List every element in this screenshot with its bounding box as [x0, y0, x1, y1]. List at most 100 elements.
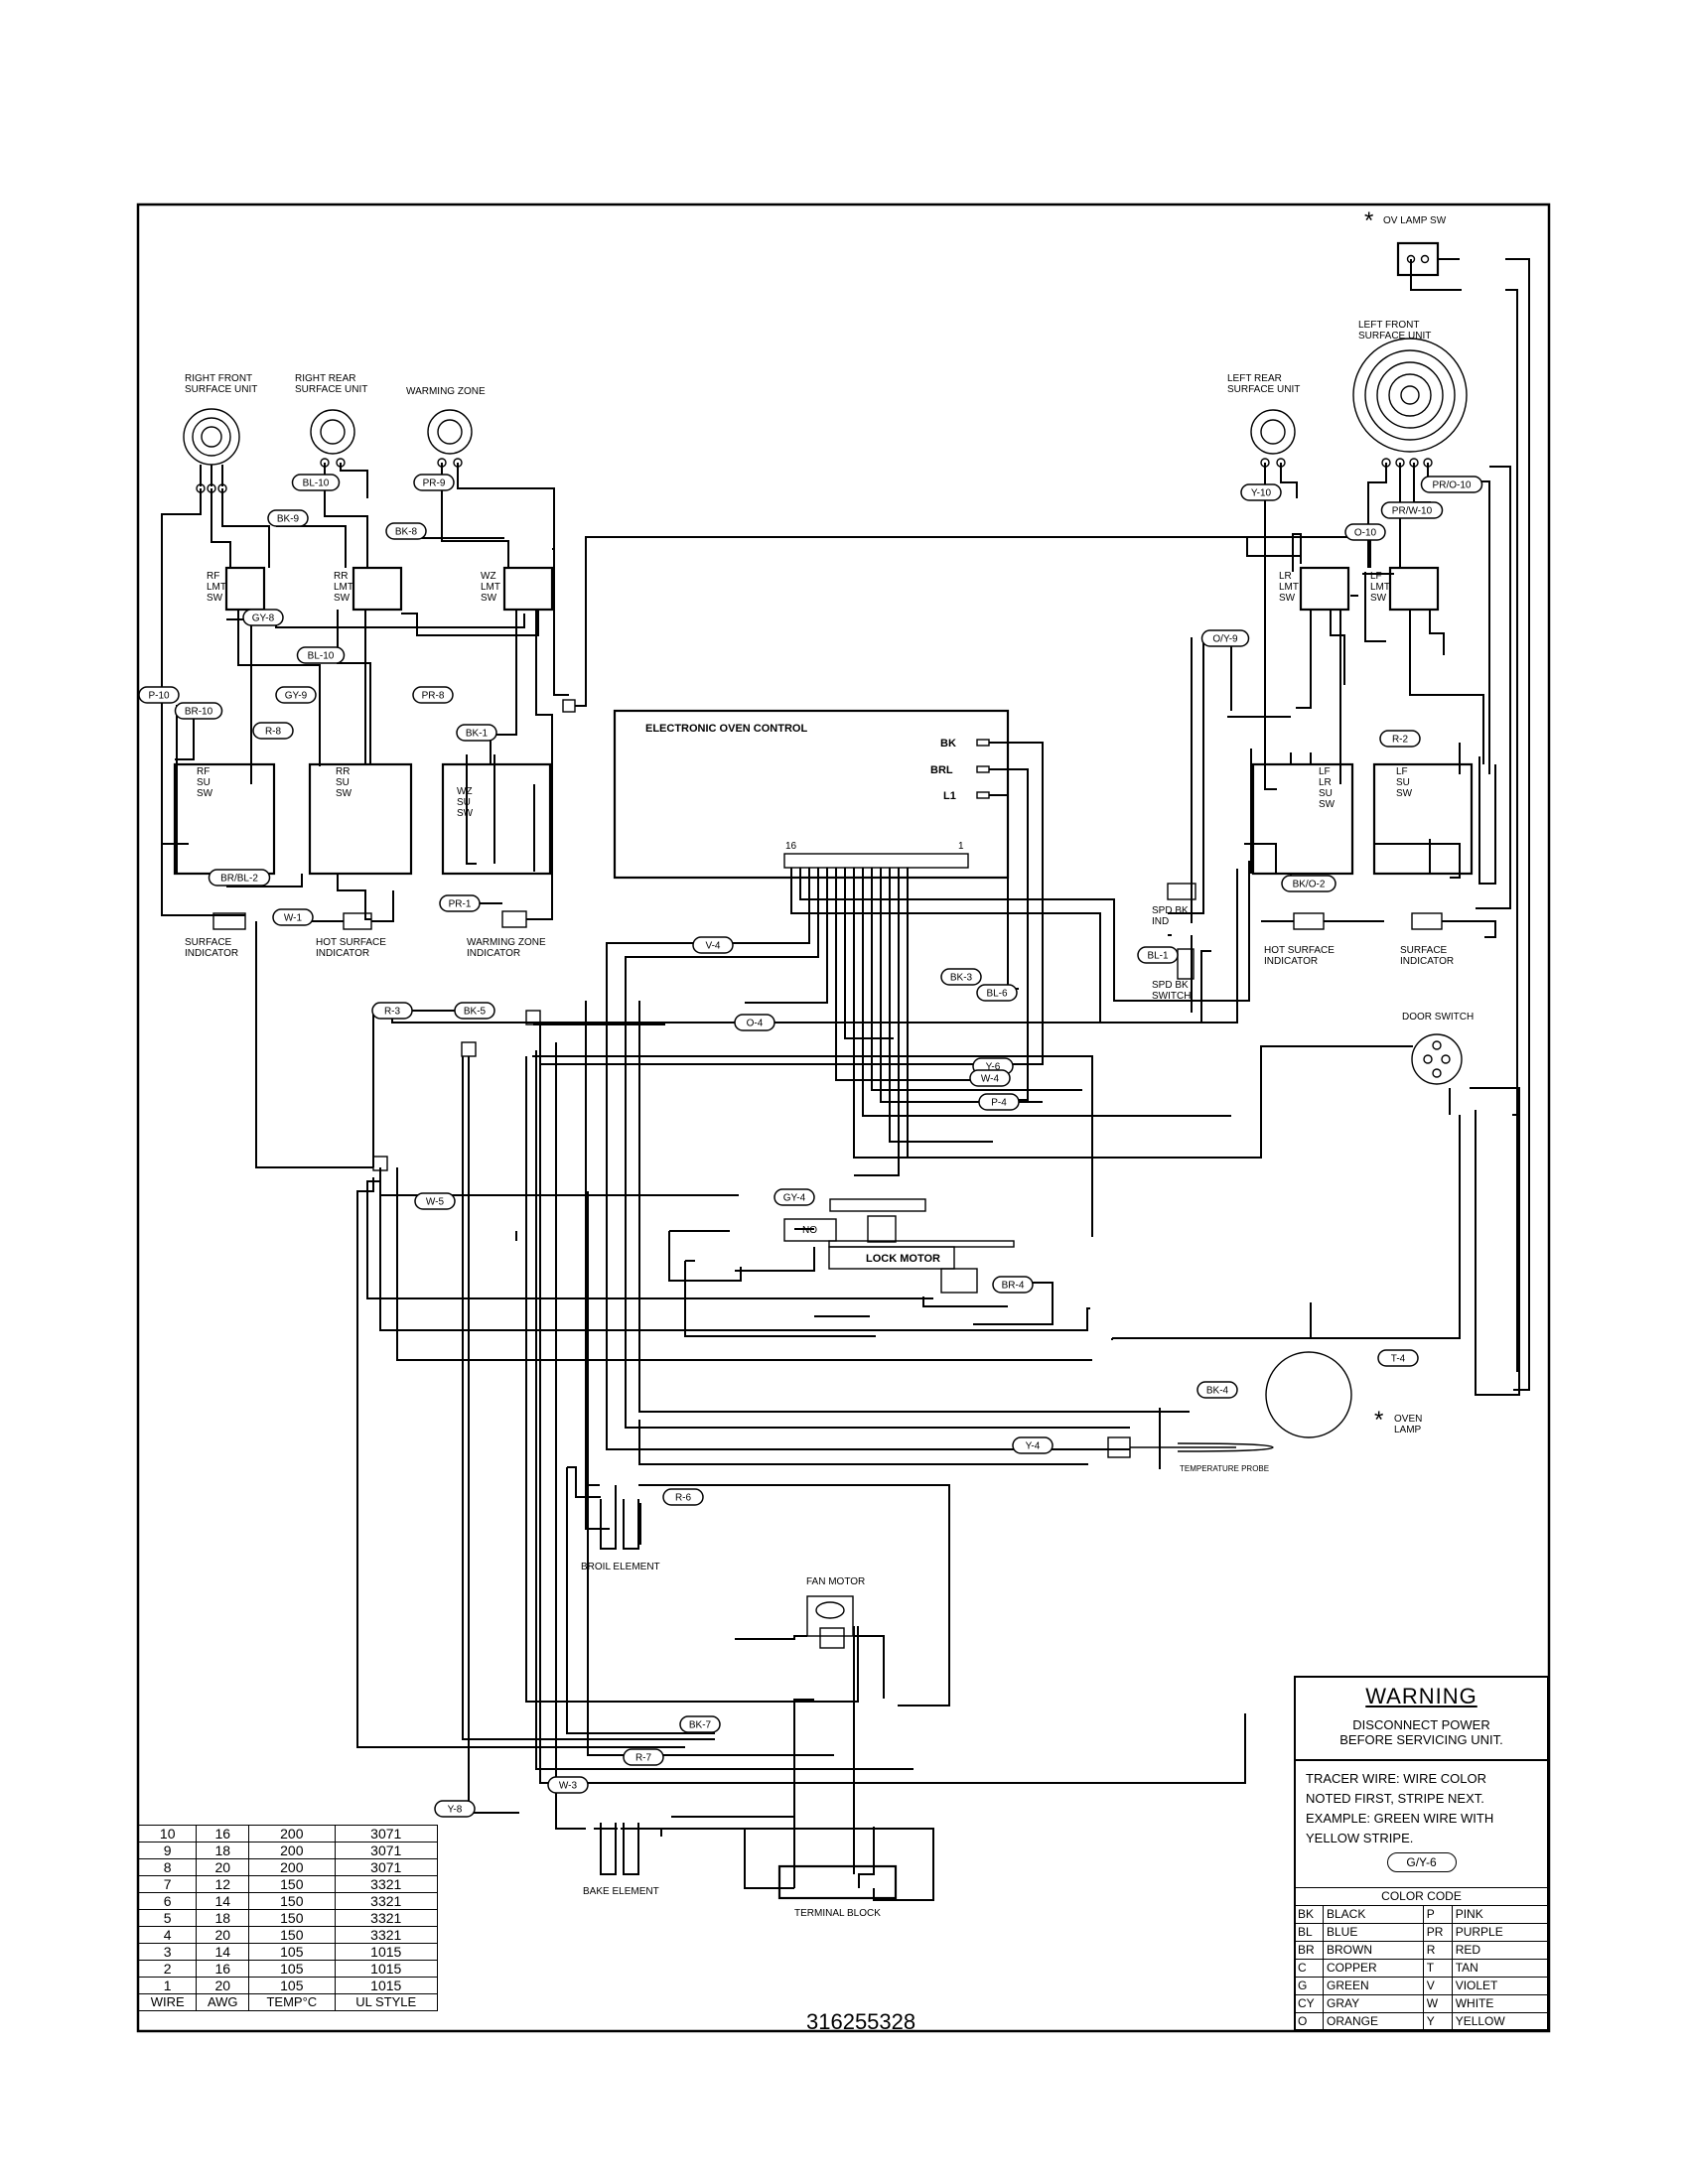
wire-table-cell: 3321: [334, 1926, 439, 1944]
wire-table-header-cell: WIRE: [137, 1993, 198, 2011]
wire-table-cell: 3321: [334, 1892, 439, 1910]
wire-tag: BL-1: [1137, 946, 1179, 964]
wire-table-cell: 200: [248, 1825, 336, 1843]
color-code-abbrev: BR: [1294, 1941, 1324, 1960]
wire-table-cell: 1015: [334, 1960, 439, 1978]
wire-tag: P-10: [138, 686, 180, 704]
warning-panel: WARNING DISCONNECT POWER BEFORE SERVICIN…: [1294, 1676, 1550, 2031]
wire-tag-label: PR-9: [423, 478, 446, 489]
tracer-example-tag: G/Y-6: [1386, 1852, 1457, 1872]
wire-tag-label: W-5: [426, 1197, 445, 1208]
wire-table-header-cell: AWG: [196, 1993, 250, 2011]
color-code-abbrev: C: [1294, 1959, 1324, 1978]
broil-element-label: BROIL ELEMENT: [581, 1562, 660, 1572]
wire-tag-label: W-1: [284, 913, 303, 924]
wire-tag-label: BL-10: [303, 478, 330, 489]
wiring: [161, 258, 1530, 1901]
oven-lamp-asterisk: *: [1374, 1407, 1383, 1433]
temperature-probe-label: TEMPERATURE PROBE: [1180, 1464, 1269, 1473]
eoc-term-l1: L1: [943, 790, 956, 802]
wire-table-cell: 150: [248, 1892, 336, 1910]
wire-table-cell: 20: [196, 1926, 250, 1944]
warming-zone-coil: [427, 409, 473, 468]
broil-element-symbol: [600, 1499, 639, 1550]
wire-tag: O/Y-9: [1200, 629, 1250, 647]
eoc-term-brl: BRL: [930, 764, 953, 776]
wire-tag-label: BK-1: [466, 729, 489, 740]
wire-table-header-cell: TEMP°C: [248, 1993, 336, 2011]
rr-su-sw: [308, 762, 413, 876]
wire-table-cell: 200: [248, 1858, 336, 1876]
lf-surface-coil: [1352, 338, 1468, 468]
electronic-oven-control-label: ELECTRONIC OVEN CONTROL: [645, 723, 807, 735]
wire-table-cell: 16: [196, 1825, 250, 1843]
wire-tag-label: GY-9: [285, 691, 308, 702]
color-code-name: PURPLE: [1451, 1923, 1550, 1942]
wire-table-cell: 200: [248, 1842, 336, 1859]
wire-tag-label: R-8: [265, 727, 282, 738]
wire-tag-label: Y-10: [1251, 488, 1272, 499]
wire-tag-label: BR-10: [185, 707, 213, 718]
wire-tag-label: GY-4: [783, 1193, 806, 1204]
lock-motor-symbol: [783, 1198, 1015, 1294]
wire-table-cell: 8: [137, 1858, 198, 1876]
fan-motor-symbol: [806, 1595, 854, 1649]
color-code-abbrev: R: [1422, 1941, 1453, 1960]
wire-table-cell: 3071: [334, 1842, 439, 1859]
color-code-abbrev: BL: [1294, 1923, 1324, 1942]
eoc-connector: [783, 853, 969, 869]
color-code-name: BLACK: [1323, 1905, 1424, 1924]
color-code-abbrev: W: [1422, 1994, 1453, 2013]
wire-tag: W-1: [272, 908, 314, 926]
wire-tag: BL-10: [291, 474, 341, 491]
wire-tag-label: PR/W-10: [1392, 506, 1433, 517]
wire-table-cell: 3071: [334, 1825, 439, 1843]
wire-table-cell: 10: [137, 1825, 198, 1843]
wire-tag: R-8: [252, 722, 294, 740]
wire-tag-label: BK-8: [395, 527, 418, 538]
wire-tag: BR-10: [174, 702, 223, 720]
color-code-name: TAN: [1451, 1959, 1550, 1978]
wire-tag: GY-4: [774, 1188, 815, 1206]
wire-table-cell: 7: [137, 1875, 198, 1893]
wire-tag-label: Y-6: [986, 1062, 1001, 1073]
wire-table-header-cell: UL STYLE: [334, 1993, 439, 2011]
wire-tag-label: R-6: [675, 1493, 692, 1504]
wire-tag: BK-7: [679, 1715, 721, 1733]
wire-table-cell: 3: [137, 1943, 198, 1961]
color-code-name: GREEN: [1323, 1977, 1424, 1995]
wire-tag: R-3: [371, 1002, 413, 1020]
lr-lmt-sw: [1299, 566, 1350, 612]
wire-tag: Y-8: [434, 1800, 476, 1818]
rr-lmt-sw: [352, 566, 403, 612]
lf-lmt-sw: [1388, 566, 1440, 612]
wire-tag: BL-10: [296, 646, 346, 664]
lock-motor-label: LOCK MOTOR: [866, 1253, 940, 1265]
color-code-abbrev: O: [1294, 2012, 1324, 2031]
tracer-line-4: YELLOW STRIPE.: [1306, 1831, 1414, 1845]
eoc-pin-16: 16: [785, 841, 797, 852]
color-code-name: PINK: [1451, 1905, 1550, 1924]
door-switch-symbol: [1411, 1033, 1463, 1085]
wire-tag: BL-6: [976, 984, 1018, 1002]
wire-tag: BK-8: [385, 522, 427, 540]
